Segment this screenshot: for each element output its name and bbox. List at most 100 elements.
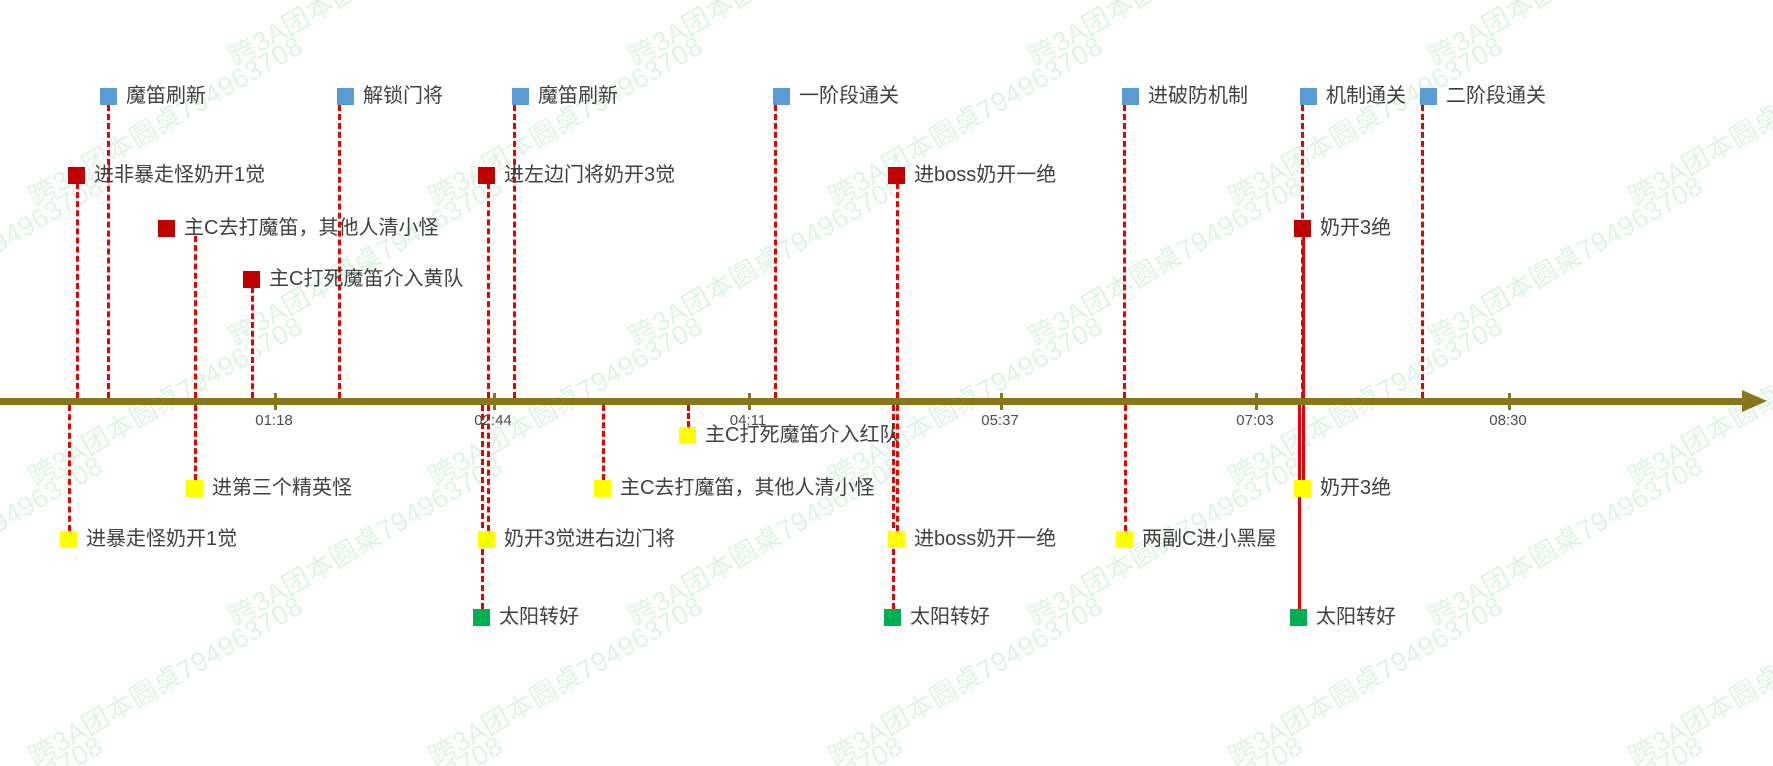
event-connector-line [513,105,516,398]
event-marker-square-icon [1294,219,1311,237]
event-connector-line [487,405,490,531]
timeline-event-e5[interactable]: 进破防机制 [1122,86,1248,106]
timeline-axis-line [0,398,1745,405]
event-connector-line [602,405,605,480]
timeline-event-e19[interactable]: 奶开3觉进右边门将 [478,529,675,549]
event-label: 太阳转好 [910,606,990,628]
timeline-event-e12[interactable]: 奶开3绝 [1294,218,1391,238]
event-label: 主C打死魔笛介入红队 [705,424,900,446]
event-marker-square-icon [884,608,901,626]
timeline-event-e16[interactable]: 主C去打魔笛，其他人清小怪 [594,478,874,498]
watermark-text: 跨3A团本圆桌794963708 [223,170,508,353]
event-label: 太阳转好 [499,606,579,628]
event-connector-line [68,405,71,531]
watermark-text: 跨3A团本圆桌794963708 [623,170,908,353]
timeline-event-e18[interactable]: 进暴走怪奶开1觉 [60,529,237,549]
timeline-event-e6[interactable]: 机制通关 [1300,86,1406,106]
event-marker-square-icon [1294,479,1311,497]
timeline-event-e11[interactable]: 主C去打魔笛，其他人清小怪 [158,218,438,238]
timeline-event-e7[interactable]: 二阶段通关 [1420,86,1546,106]
watermark-text: 跨3A团本圆桌794963708 [1020,0,1309,74]
watermark-text: 跨3A团本圆桌794963708 [1420,724,1709,766]
event-label: 进第三个精英怪 [212,477,352,499]
event-connector-line [1302,236,1305,398]
event-marker-square-icon [60,530,77,548]
event-marker-square-icon [68,166,85,184]
event-marker-square-icon [100,87,117,105]
watermark-text: 跨3A团本圆桌794963708 [23,590,308,766]
timeline-axis-arrow [1742,390,1767,412]
watermark-text: 跨3A团本圆桌794963708 [223,450,508,633]
event-marker-square-icon [1122,87,1139,105]
watermark-text: 跨3A团本圆桌794963708 [1423,170,1708,353]
event-connector-line [1302,405,1305,480]
timeline-event-e3[interactable]: 魔笛刷新 [512,86,618,106]
event-label: 解锁门将 [363,85,443,107]
timeline-event-e21[interactable]: 两副C进小黑屋 [1116,529,1276,549]
watermark-text: 跨3A团本圆桌794963708 [1023,170,1308,353]
timeline-event-e9[interactable]: 进左边门将奶开3觉 [478,165,675,185]
timeline-event-e23[interactable]: 太阳转好 [884,607,990,627]
event-connector-line [892,405,895,609]
event-marker-square-icon [473,608,490,626]
event-connector-line [338,105,341,398]
event-connector-line [896,405,899,531]
timeline-event-e20[interactable]: 进boss奶开一绝 [888,529,1056,549]
timeline-event-e10[interactable]: 进boss奶开一绝 [888,165,1056,185]
timeline-event-e8[interactable]: 进非暴走怪奶开1觉 [68,165,265,185]
timeline-event-e2[interactable]: 解锁门将 [337,86,443,106]
timeline-event-e15[interactable]: 进第三个精英怪 [186,478,352,498]
axis-tick-label: 02:44 [474,412,512,429]
axis-tick-label: 01:18 [255,412,293,429]
timeline-event-e22[interactable]: 太阳转好 [473,607,579,627]
axis-tick [1255,393,1258,410]
event-marker-square-icon [594,479,611,497]
event-connector-line [487,183,490,398]
timeline-event-e1[interactable]: 魔笛刷新 [100,86,206,106]
watermark-text: 跨3A团本圆桌794963708 [1420,0,1709,74]
event-marker-square-icon [773,87,790,105]
axis-tick-label: 08:30 [1489,412,1527,429]
axis-tick-label: 04:11 [729,412,767,429]
watermark-text: 跨3A团本圆桌794963708 [0,170,108,353]
event-label: 进非暴走怪奶开1觉 [94,164,266,186]
watermark-text: 跨3A团本圆桌794963708 [0,0,109,74]
event-label: 一阶段通关 [799,85,899,107]
event-marker-square-icon [1116,530,1133,548]
event-marker-square-icon [679,426,696,444]
event-label: 太阳转好 [1316,606,1396,628]
event-label: 魔笛刷新 [538,85,618,107]
event-label: 奶开3觉进右边门将 [504,528,676,550]
watermark-text: 跨3A团本圆桌794963708 [1623,590,1773,766]
axis-tick [748,393,751,410]
event-connector-line [1124,405,1127,531]
timeline-event-e17[interactable]: 奶开3绝 [1294,478,1391,498]
event-label: 主C打死魔笛介入黄队 [269,268,464,290]
watermark-text: 跨3A团本圆桌794963708 [1020,724,1309,766]
watermark-text: 跨3A团本圆桌794963708 [620,724,909,766]
event-connector-line [251,287,254,398]
timeline-event-e24[interactable]: 太阳转好 [1290,607,1396,627]
event-marker-square-icon [1300,87,1317,105]
event-marker-square-icon [337,87,354,105]
event-label: 进boss奶开一绝 [914,164,1057,186]
event-label: 进破防机制 [1148,85,1248,107]
event-connector-line [76,183,79,398]
timeline-event-e14[interactable]: 主C打死魔笛介入红队 [679,425,899,445]
event-connector-line [194,405,197,480]
event-label: 二阶段通关 [1446,85,1546,107]
axis-tick [274,393,277,410]
event-label: 进暴走怪奶开1觉 [86,528,238,550]
event-label: 进boss奶开一绝 [914,528,1057,550]
timeline-event-e4[interactable]: 一阶段通关 [773,86,899,106]
event-connector-line [1421,105,1424,398]
event-connector-line [107,105,110,398]
watermark-text: 跨3A团本圆桌794963708 [620,0,909,74]
timeline-event-e13[interactable]: 主C打死魔笛介入黄队 [243,269,463,289]
event-marker-square-icon [888,166,905,184]
event-connector-line [896,183,899,398]
event-connector-line [481,405,484,609]
event-connector-line [194,236,197,398]
event-connector-line [687,405,690,427]
